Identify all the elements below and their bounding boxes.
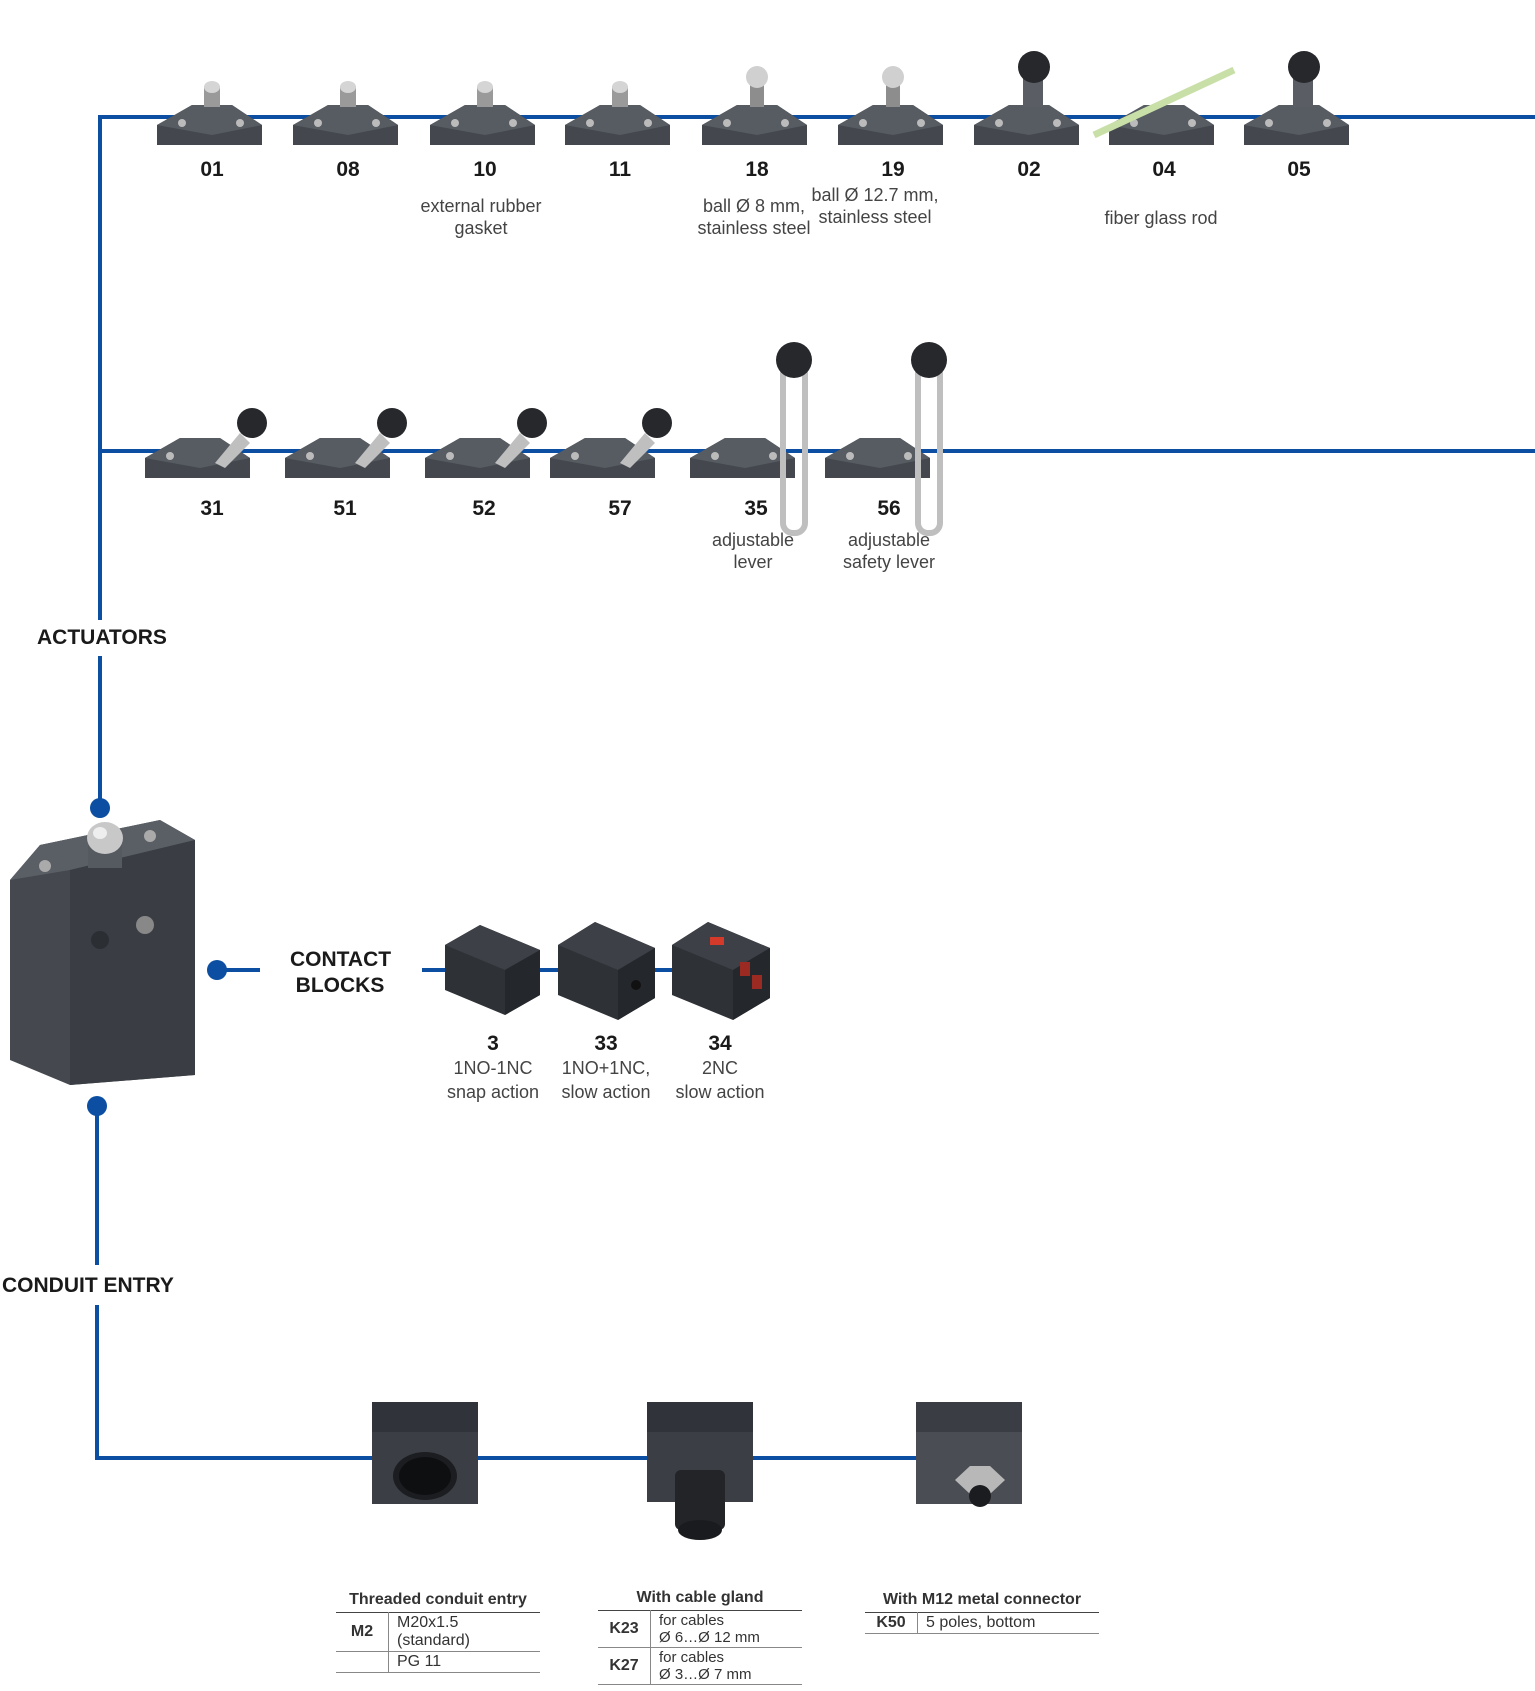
actuator-image xyxy=(1092,66,1236,145)
contact-blocks-label-line2: BLOCKS xyxy=(295,974,385,997)
option-text-line1: for cables xyxy=(659,1649,725,1666)
actuator-description: adjustable lever xyxy=(711,530,795,572)
actuator-code: 08 xyxy=(336,158,360,181)
actuator-code: 35 xyxy=(744,497,768,520)
actuator-code: 51 xyxy=(333,497,357,520)
actuator-description: external rubber gasket xyxy=(420,196,542,238)
option-code: K50 xyxy=(865,1612,918,1634)
actuator-image xyxy=(974,51,1079,145)
actuators-section-label: ACTUATORS xyxy=(37,626,167,650)
actuator-code: 01 xyxy=(200,158,224,181)
contact-block-line2: slow action xyxy=(561,1082,651,1102)
contact-block-code: 33 xyxy=(594,1032,618,1055)
conduit-gland-image xyxy=(647,1402,753,1540)
option-text-line2: Ø 6…Ø 12 mm xyxy=(659,1629,760,1646)
actuator-code: 19 xyxy=(881,158,905,181)
table-title: With cable gland xyxy=(636,1589,764,1606)
contact-blocks-node xyxy=(207,960,227,980)
actuator-image xyxy=(1244,51,1349,145)
option-code xyxy=(336,1651,389,1673)
cable-gland-table: With cable gland K23 for cables Ø 6…Ø 12… xyxy=(598,1589,802,1685)
actuator-code: 10 xyxy=(473,158,497,181)
actuator-image xyxy=(690,342,812,536)
table-row: K50 5 poles, bottom xyxy=(865,1612,1099,1634)
actuator-image xyxy=(838,66,943,145)
contact-blocks-section-label: CONTACT BLOCKS xyxy=(290,947,392,999)
table-row: K27 for cables Ø 3…Ø 7 mm xyxy=(598,1647,802,1685)
actuator-image xyxy=(145,408,267,478)
actuator-code: 05 xyxy=(1287,158,1311,181)
actuators-row2-images xyxy=(145,342,947,536)
conduit-entry-section-label: CONDUIT ENTRY xyxy=(2,1274,174,1298)
option-text: PG 11 xyxy=(388,1651,540,1673)
contact-blocks-label-line1: CONTACT xyxy=(290,948,392,971)
actuator-code: 56 xyxy=(877,497,901,520)
contact-block-3-image xyxy=(445,925,540,1015)
contact-block-34: 34 2NC slow action xyxy=(665,1032,775,1104)
contact-block-line1: 1NO+1NC, xyxy=(561,1058,651,1078)
contact-block-line1: 2NC xyxy=(701,1058,738,1078)
actuator-image xyxy=(293,81,398,145)
table-row: PG 11 xyxy=(336,1651,540,1673)
option-text: 5 poles, bottom xyxy=(917,1612,1099,1634)
table-title: Threaded conduit entry xyxy=(349,1591,527,1608)
actuator-image xyxy=(825,342,947,536)
contact-block-34-image xyxy=(672,922,770,1020)
actuator-description: adjustable safety lever xyxy=(842,530,936,572)
actuator-code: 31 xyxy=(200,497,224,520)
actuator-description: ball Ø 12.7 mm, stainless steel xyxy=(811,185,939,227)
actuator-code: 02 xyxy=(1017,158,1041,181)
m12-connector-table: With M12 metal connector K50 5 poles, bo… xyxy=(865,1591,1099,1634)
contact-block-code: 3 xyxy=(487,1032,499,1055)
conduit-node xyxy=(87,1096,107,1116)
contact-block-3: 3 1NO-1NC snap action xyxy=(438,1032,548,1104)
option-code: K23 xyxy=(598,1610,651,1648)
actuator-image xyxy=(425,408,547,478)
actuator-code: 52 xyxy=(472,497,496,520)
actuators-node xyxy=(90,798,110,818)
actuator-image xyxy=(285,408,407,478)
actuator-code: 11 xyxy=(608,158,632,181)
contact-block-line2: snap action xyxy=(446,1082,540,1102)
contact-block-code: 34 xyxy=(708,1032,732,1055)
contact-block-33: 33 1NO+1NC, slow action xyxy=(551,1032,661,1104)
threaded-conduit-table: Threaded conduit entry M2 M20x1.5 (stand… xyxy=(336,1591,540,1673)
option-code: M2 xyxy=(336,1612,389,1652)
actuator-code: 18 xyxy=(745,158,769,181)
actuator-description: ball Ø 8 mm, stainless steel xyxy=(697,196,811,238)
option-code: K27 xyxy=(598,1647,651,1685)
contact-block-line1: 1NO-1NC xyxy=(453,1058,533,1078)
actuators-row1-images xyxy=(157,51,1349,145)
option-text: M20x1.5 (standard) xyxy=(388,1612,540,1652)
actuator-description: fiber glass rod xyxy=(1104,208,1218,228)
connector-lines xyxy=(95,115,1535,1460)
option-text-line2: Ø 3…Ø 7 mm xyxy=(659,1666,752,1683)
switch-body-image xyxy=(10,820,195,1085)
actuator-image xyxy=(157,81,262,145)
option-text-line1: for cables xyxy=(659,1612,725,1629)
contact-block-line2: slow action xyxy=(675,1082,765,1102)
conduit-connector-image xyxy=(916,1402,1022,1507)
actuator-image xyxy=(550,408,672,478)
table-title: With M12 metal connector xyxy=(882,1591,1082,1608)
actuator-code: 57 xyxy=(608,497,632,520)
actuator-image xyxy=(702,66,807,145)
contact-block-33-image xyxy=(558,922,655,1020)
actuator-image xyxy=(430,81,535,145)
actuator-image xyxy=(565,81,670,145)
actuator-code: 04 xyxy=(1152,158,1176,181)
table-row: K23 for cables Ø 6…Ø 12 mm xyxy=(598,1610,802,1648)
conduit-threaded-image xyxy=(372,1402,478,1504)
table-row: M2 M20x1.5 (standard) xyxy=(336,1612,540,1652)
